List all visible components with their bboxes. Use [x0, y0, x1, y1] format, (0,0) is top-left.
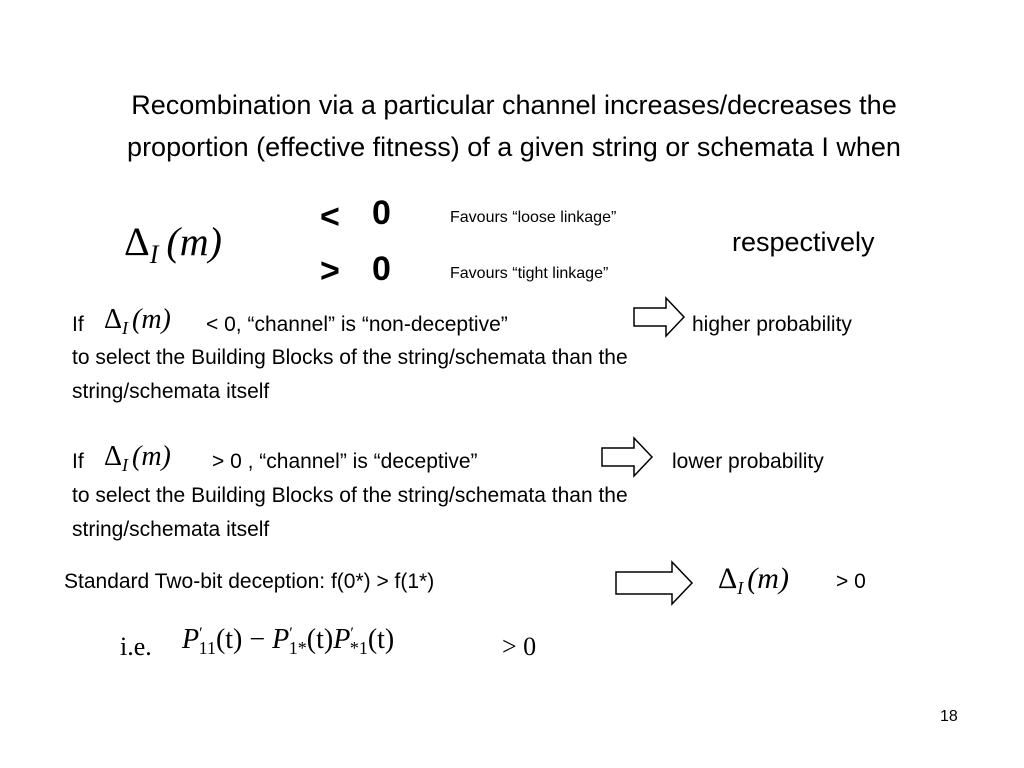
- less-than-operator: <: [320, 198, 340, 236]
- standard-delta-subscript: I: [737, 578, 744, 598]
- ie-expression: P′11(t) − P′1*(t)P′*1(t): [182, 624, 394, 659]
- standard-result: > 0: [836, 570, 866, 593]
- block-right-arrow-icon: [633, 296, 686, 338]
- case2-result: lower probability: [672, 450, 824, 473]
- tight-linkage-label: Favours “tight linkage”: [450, 265, 609, 282]
- delta-argument: (m): [166, 219, 222, 264]
- less-than-value: 0: [372, 194, 391, 232]
- standard-delta-expression: ΔI(m): [718, 562, 789, 599]
- block-right-arrow-icon: [615, 560, 694, 606]
- case1-result: higher probability: [692, 313, 852, 336]
- ie-sub1: 11: [198, 638, 216, 658]
- ie-sub2: 1*: [288, 638, 307, 658]
- case1-delta-argument: (m): [132, 304, 171, 335]
- ie-p3: P: [333, 624, 351, 655]
- case2-line3: string/schemata itself: [72, 518, 270, 541]
- case1-condition: < 0, “channel” is “non-deceptive”: [206, 313, 508, 336]
- ie-prime1: ′: [199, 625, 203, 642]
- heading-line-2: proportion (effective fitness) of a give…: [127, 132, 901, 162]
- ie-result: > 0: [502, 632, 537, 661]
- standard-deception-text: Standard Two-bit deception: f(0*) > f(1*…: [64, 570, 435, 593]
- case2-delta-argument: (m): [132, 441, 171, 472]
- loose-linkage-label: Favours “loose linkage”: [450, 209, 617, 226]
- case1-delta-expression: ΔI(m): [104, 304, 171, 339]
- standard-delta-symbol: Δ: [718, 562, 738, 595]
- case2-delta-expression: ΔI(m): [104, 441, 171, 476]
- case2-condition: > 0 , “channel” is “deceptive”: [212, 450, 478, 473]
- ie-prime2: ′: [289, 625, 293, 642]
- delta-subscript: I: [149, 240, 159, 269]
- delta-symbol: Δ: [124, 219, 150, 264]
- block-right-arrow-icon: [601, 436, 654, 478]
- case2-delta-subscript: I: [122, 455, 129, 475]
- ie-minus-part: (t) −: [215, 624, 273, 655]
- case1-line3: string/schemata itself: [72, 380, 270, 403]
- page-number: 18: [940, 708, 958, 725]
- case1-delta-subscript: I: [122, 318, 129, 338]
- ie-p2: P: [272, 624, 290, 655]
- case2-line2: to select the Building Blocks of the str…: [72, 484, 628, 507]
- ie-sub3: *1: [349, 638, 368, 658]
- greater-than-operator: >: [320, 252, 340, 290]
- case2-if: If: [72, 450, 84, 473]
- case1-line2: to select the Building Blocks of the str…: [72, 346, 628, 369]
- case2-delta-symbol: Δ: [104, 441, 123, 472]
- heading-line-1: Recombination via a particular channel i…: [131, 90, 897, 120]
- case1-if: If: [72, 313, 84, 336]
- case1-delta-symbol: Δ: [104, 304, 123, 335]
- ie-t3: (t): [367, 624, 395, 655]
- greater-than-value: 0: [372, 250, 391, 288]
- ie-label: i.e.: [120, 632, 152, 661]
- standard-delta-argument: (m): [747, 562, 789, 595]
- ie-p1: P: [182, 624, 200, 655]
- delta-expression-main: ΔI(m): [124, 218, 222, 270]
- respectively-label: respectively: [732, 227, 875, 257]
- ie-prime3: ′: [350, 625, 354, 642]
- ie-t2: (t): [306, 624, 334, 655]
